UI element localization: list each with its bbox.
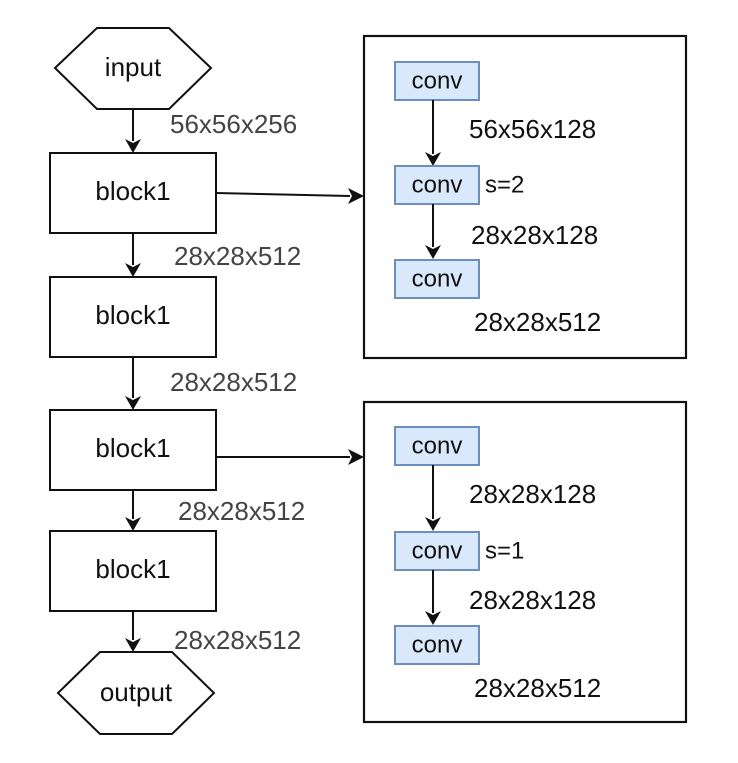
output-hexagon-shape [56,651,216,735]
arrowhead-icon [125,517,141,531]
edge-block-1-to-block-2: 28x28x512 [125,233,301,277]
input-node-label: input [105,52,162,82]
block-node-3: block1 [49,409,217,491]
arrowhead-icon [425,245,441,259]
connector-block-3-to-panel-2 [216,449,364,465]
conv-node-2c: conv [394,625,480,665]
conv-node-2a: conv [394,426,480,466]
edge-block-2-to-block-3: 28x28x512 [125,357,297,410]
stride-annotation-2: s=1 [485,537,524,564]
edge-input-to-block-1: 56x56x256 [125,109,297,153]
block-node-4-label: block1 [95,554,170,584]
input-node: input [53,27,213,110]
arrowhead-icon [348,188,364,204]
connector-block-1-to-panel-1 [215,188,364,204]
output-node-label: output [100,677,173,707]
block-node-1-label: block1 [95,176,170,206]
conv-node-1b: conv s=2 [394,165,524,205]
conv-node-1a: conv [394,61,480,101]
arrowhead-icon [425,611,441,625]
edge-label-block-4-out: 28x28x512 [174,625,301,655]
detail-panel-1: conv 56x56x128 conv s=2 28x28x128 conv 2… [362,34,688,360]
edge-conv-2b-to-2c: 28x28x128 [425,570,596,625]
stride-annotation-1: s=2 [485,171,524,198]
edge-block-4-to-output: 28x28x512 [125,611,301,655]
arrowhead-icon [125,139,141,153]
main-flow: input 56x56x256 block1 28x28x512 block1 [49,27,305,735]
edge-label-block-3-out: 28x28x512 [178,496,305,526]
block-node-4: block1 [49,530,217,612]
conv-node-1c: conv [394,259,480,299]
panel-2-edge-label-2: 28x28x128 [469,585,596,615]
panel-1-output-label: 28x28x512 [474,307,601,337]
panel-2-output-label: 28x28x512 [474,673,601,703]
edge-label-block-1-out: 28x28x512 [174,241,301,271]
conv-node-2a-label: conv [412,432,463,459]
arrowhead-icon [348,449,364,465]
panel-1-edge-label-1: 56x56x128 [469,114,596,144]
edge-block-3-to-block-4: 28x28x512 [125,490,305,531]
arrowhead-icon [125,638,141,652]
block-node-1: block1 [49,152,217,234]
arrowhead-icon [125,263,141,277]
conv-node-2c-label: conv [412,631,463,658]
arrowhead-icon [125,396,141,410]
panel-1-edge-label-2: 28x28x128 [471,220,598,250]
block-node-2-label: block1 [95,300,170,330]
conv-node-2b: conv s=1 [394,531,524,571]
block-node-3-label: block1 [95,433,170,463]
conv-node-2b-label: conv [412,537,463,564]
conv-node-1c-label: conv [412,265,463,292]
edge-label-block-2-out: 28x28x512 [170,367,297,397]
edge-conv-1b-to-1c: 28x28x128 [425,204,598,259]
output-node: output [56,651,216,735]
edge-label-input: 56x56x256 [170,109,297,139]
conv-node-1a-label: conv [412,67,463,94]
input-hexagon-shape [53,27,213,110]
arrowhead-icon [425,517,441,531]
arrowhead-icon [425,152,441,166]
block-node-2: block1 [49,276,217,358]
edge-conv-1a-to-1b: 56x56x128 [425,100,596,166]
edge-conv-2a-to-2b: 28x28x128 [425,465,596,531]
panel-2-edge-label-1: 28x28x128 [469,479,596,509]
conv-node-1b-label: conv [412,171,463,198]
detail-panel-2: conv 28x28x128 conv s=1 28x28x128 conv 2… [362,400,688,724]
